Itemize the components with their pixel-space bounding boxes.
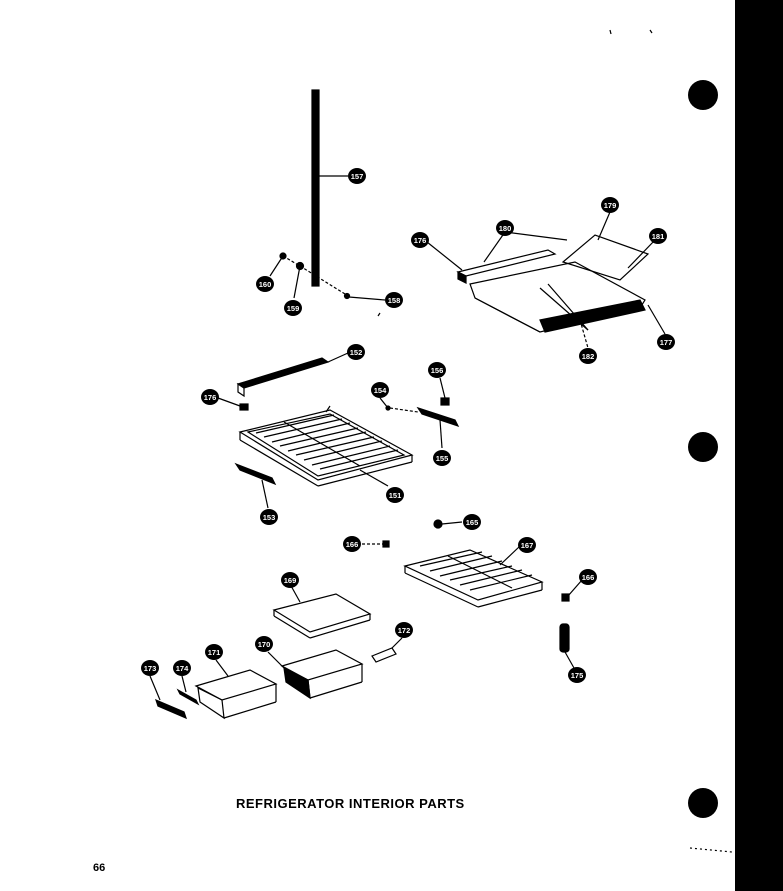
callout-160: 160 [256, 276, 274, 292]
svg-text:160: 160 [259, 280, 272, 289]
svg-text:179: 179 [604, 201, 617, 210]
svg-text:155: 155 [436, 454, 449, 463]
svg-text:157: 157 [351, 172, 364, 181]
part-hardware-166-175 [559, 579, 583, 669]
callout-176-middle: 176 [201, 389, 219, 405]
callout-166-right: 166 [579, 569, 597, 585]
svg-text:154: 154 [374, 386, 387, 395]
svg-text:170: 170 [258, 640, 271, 649]
part-173-174-rails [149, 675, 200, 720]
binder-hole-top [688, 80, 718, 110]
callout-167: 167 [518, 537, 536, 553]
callout-172: 172 [395, 622, 413, 638]
svg-text:182: 182 [582, 352, 595, 361]
callout-151: 151 [386, 487, 404, 503]
svg-text:177: 177 [660, 338, 673, 347]
callout-159: 159 [284, 300, 302, 316]
svg-text:167: 167 [521, 541, 534, 550]
callout-169: 169 [281, 572, 299, 588]
callout-165: 165 [463, 514, 481, 530]
callout-158: 158 [385, 292, 403, 308]
page-number: 66 [93, 862, 106, 874]
part-167-wire-shelf [403, 545, 544, 608]
svg-text:176: 176 [204, 393, 217, 402]
svg-text:165: 165 [466, 518, 479, 527]
part-153-rail [234, 462, 277, 509]
callout-152: 152 [347, 344, 365, 360]
callout-173: 173 [141, 660, 159, 676]
callout-174: 174 [173, 660, 191, 676]
binder-hole-middle [688, 432, 718, 462]
svg-text:181: 181 [652, 232, 665, 241]
part-157-rod [311, 89, 348, 287]
svg-text:180: 180 [499, 224, 512, 233]
callout-181: 181 [649, 228, 667, 244]
callout-157: 157 [348, 168, 366, 184]
callout-179: 179 [601, 197, 619, 213]
callout-182: 182 [579, 348, 597, 364]
svg-text:166: 166 [346, 540, 359, 549]
svg-text:166: 166 [582, 573, 595, 582]
callout-175: 175 [568, 667, 586, 683]
part-172-bracket [371, 637, 403, 663]
svg-text:174: 174 [176, 664, 189, 673]
part-171-drawer [194, 659, 278, 720]
part-170-drawer [267, 649, 364, 700]
svg-text:171: 171 [208, 648, 221, 657]
svg-text:151: 151 [389, 491, 402, 500]
svg-text:175: 175 [571, 671, 584, 680]
page-edge-bar [735, 0, 783, 891]
part-152-rail [236, 352, 349, 398]
part-hardware-160-159-158 [269, 252, 386, 317]
svg-text:158: 158 [388, 296, 401, 305]
callout-155: 155 [433, 450, 451, 466]
callout-170: 170 [255, 636, 273, 652]
callout-166-left: 166 [343, 536, 361, 552]
svg-text:152: 152 [350, 348, 363, 357]
svg-text:156: 156 [431, 366, 444, 375]
part-151-wire-shelf [238, 405, 414, 487]
svg-text:159: 159 [287, 304, 300, 313]
svg-text:173: 173 [144, 664, 157, 673]
callout-171: 171 [205, 644, 223, 660]
svg-text:172: 172 [398, 626, 411, 635]
part-169-cover [272, 583, 372, 639]
svg-text:169: 169 [284, 576, 297, 585]
callout-153: 153 [260, 509, 278, 525]
svg-text:153: 153 [263, 513, 276, 522]
binder-hole-bottom [688, 788, 718, 818]
part-hardware-165-166 [362, 519, 463, 548]
scan-speck [609, 29, 612, 35]
scan-speck [689, 847, 733, 853]
callout-176-top: 176 [411, 232, 429, 248]
callout-180: 180 [496, 220, 514, 236]
callout-156: 156 [428, 362, 446, 378]
part-crisper-cover-assembly [426, 211, 666, 349]
scan-speck [649, 29, 653, 34]
part-hardware-176-154-156-155 [217, 377, 460, 449]
callout-154: 154 [371, 382, 389, 398]
svg-text:176: 176 [414, 236, 427, 245]
page-title: REFRIGERATOR INTERIOR PARTS [236, 796, 465, 811]
callout-177: 177 [657, 334, 675, 350]
